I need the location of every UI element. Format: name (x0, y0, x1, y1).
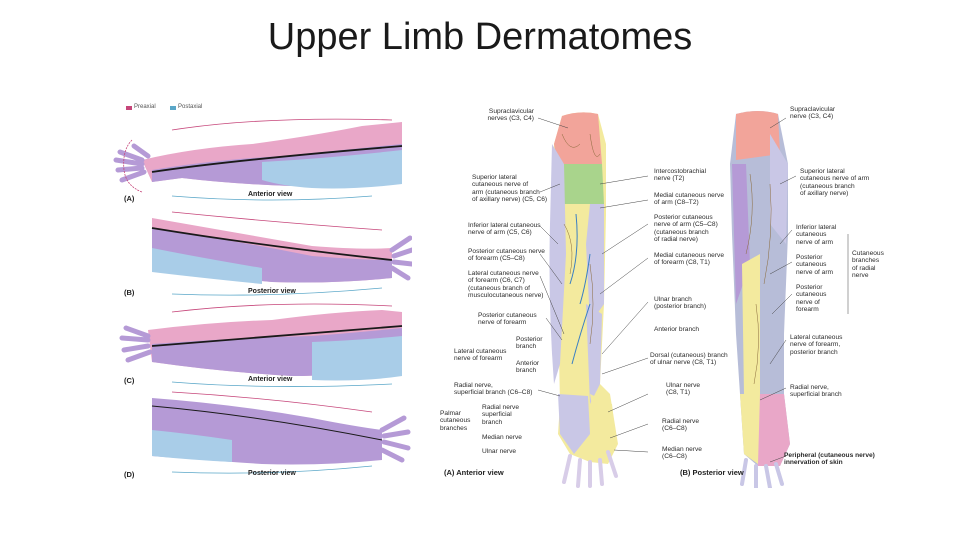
label-a-intercostobrachial: Intercostobrachial nerve (T2) (654, 168, 707, 183)
label-a-posterior-forearm: Posterior cutaneous nerve of forearm (C5… (468, 248, 545, 263)
label-a-posterior-arm: Posterior cutaneous nerve of arm (C5–C8)… (654, 214, 718, 244)
label-a-median-nerve: Median nerve (482, 434, 522, 441)
label-b-posterior-arm: Posterior cutaneous nerve of arm (796, 254, 834, 276)
label-b-peripheral-innervation: Peripheral (cutaneous nerve) innervation… (784, 452, 875, 467)
label-a-medial-arm: Medial cutaneous nerve of arm (C8–T2) (654, 192, 725, 207)
label-a-anterior-branch-2: Anterior branch (516, 360, 540, 375)
label-b-lateral-forearm: Lateral cutaneous nerve of forearm, post… (790, 334, 843, 356)
caption-posterior: (B) Posterior view (680, 468, 744, 477)
caption-anterior: (A) Anterior view (444, 468, 504, 477)
leader-lines (537, 117, 849, 463)
label-b-radial-superficial: Radial nerve, superficial branch (790, 384, 842, 399)
label-a-posterior-cutaneous-forearm: Posterior cutaneous nerve of forearm (478, 312, 537, 327)
label-b-inferior-lateral: Inferior lateral cutaneous nerve of arm (796, 224, 837, 246)
label-b-supraclavicular: Supraclavicular nerve (C3, C4) (790, 106, 836, 121)
label-a-lateral-forearm: Lateral cutaneous nerve of forearm (C6, … (468, 270, 544, 300)
dermatome-arms-svg (113, 106, 415, 474)
label-b-posterior-forearm: Posterior cutaneous nerve of forearm (796, 284, 827, 314)
label-a-median-nerve-c6: Median nerve (C6–C8) (662, 446, 702, 461)
label-a-radial-superficial: Radial nerve, superficial branch (C6–C8) (454, 382, 533, 397)
label-a-posterior-branch: Posterior branch (516, 336, 543, 351)
label-a-anterior-branch: Anterior branch (654, 326, 700, 333)
label-b-superior-lateral: Superior lateral cutaneous nerve of arm … (800, 168, 870, 198)
label-a-dorsal-ulnar: Dorsal (cutaneous) branch of ulnar nerve… (650, 352, 728, 367)
slide-title: Upper Limb Dermatomes (267, 16, 693, 58)
label-a-radial-superficial-branch: Radial nerve superficial branch (482, 404, 520, 426)
dermatome-figure-left: Preaxial Postaxial (A) Anterior view (B)… (112, 100, 415, 490)
label-b-cutaneous-radial: Cutaneous branches of radial nerve (852, 250, 884, 280)
arm-panel-b (151, 211, 415, 296)
label-a-ulnar-nerve: Ulnar nerve (482, 448, 517, 455)
legend-postaxial-label: Postaxial (178, 104, 203, 110)
panel-b-letter: (B) (124, 288, 135, 297)
label-a-palmar-cutaneous: Palmar cutaneous branches (440, 410, 471, 432)
panel-b-view: Posterior view (248, 288, 296, 295)
panel-a-letter: (A) (124, 194, 135, 203)
label-a-radial-nerve-c6: Radial nerve (C6–C8) (662, 418, 700, 433)
label-a-lateral-cutaneous-forearm: Lateral cutaneous nerve of forearm (454, 348, 507, 363)
legend-preaxial-label: Preaxial (134, 104, 156, 110)
posterior-arm-illustration (730, 111, 790, 490)
label-a-medial-forearm: Medial cutaneous nerve of forearm (C8, T… (654, 252, 725, 267)
panel-d-view: Posterior view (248, 470, 296, 477)
label-a-inferior-lateral: Inferior lateral cutaneous nerve of arm … (468, 222, 541, 237)
label-a-ulnar-nerve-c8: Ulnar nerve (C8, T1) (666, 382, 701, 397)
label-a-ulnar-branch: Ulnar branch (posterior branch) (654, 296, 707, 311)
arm-panel-d (151, 391, 411, 474)
arm-panel-c (119, 303, 403, 387)
cutaneous-nerve-figure-right: Supraclavicular nerves (C3, C4) Intercos… (440, 104, 884, 490)
anterior-arm-illustration (549, 112, 618, 488)
arm-panel-a (113, 118, 403, 201)
panel-c-letter: (C) (124, 376, 135, 385)
panel-d-letter: (D) (124, 470, 135, 479)
label-a-supraclavicular: Supraclavicular nerves (C3, C4) (487, 108, 534, 123)
cutaneous-arms-svg (537, 111, 849, 490)
label-a-superior-lateral: Superior lateral cutaneous nerve of arm … (472, 174, 548, 204)
panel-a-view: Anterior view (248, 191, 293, 198)
panel-c-view: Anterior view (248, 376, 293, 383)
